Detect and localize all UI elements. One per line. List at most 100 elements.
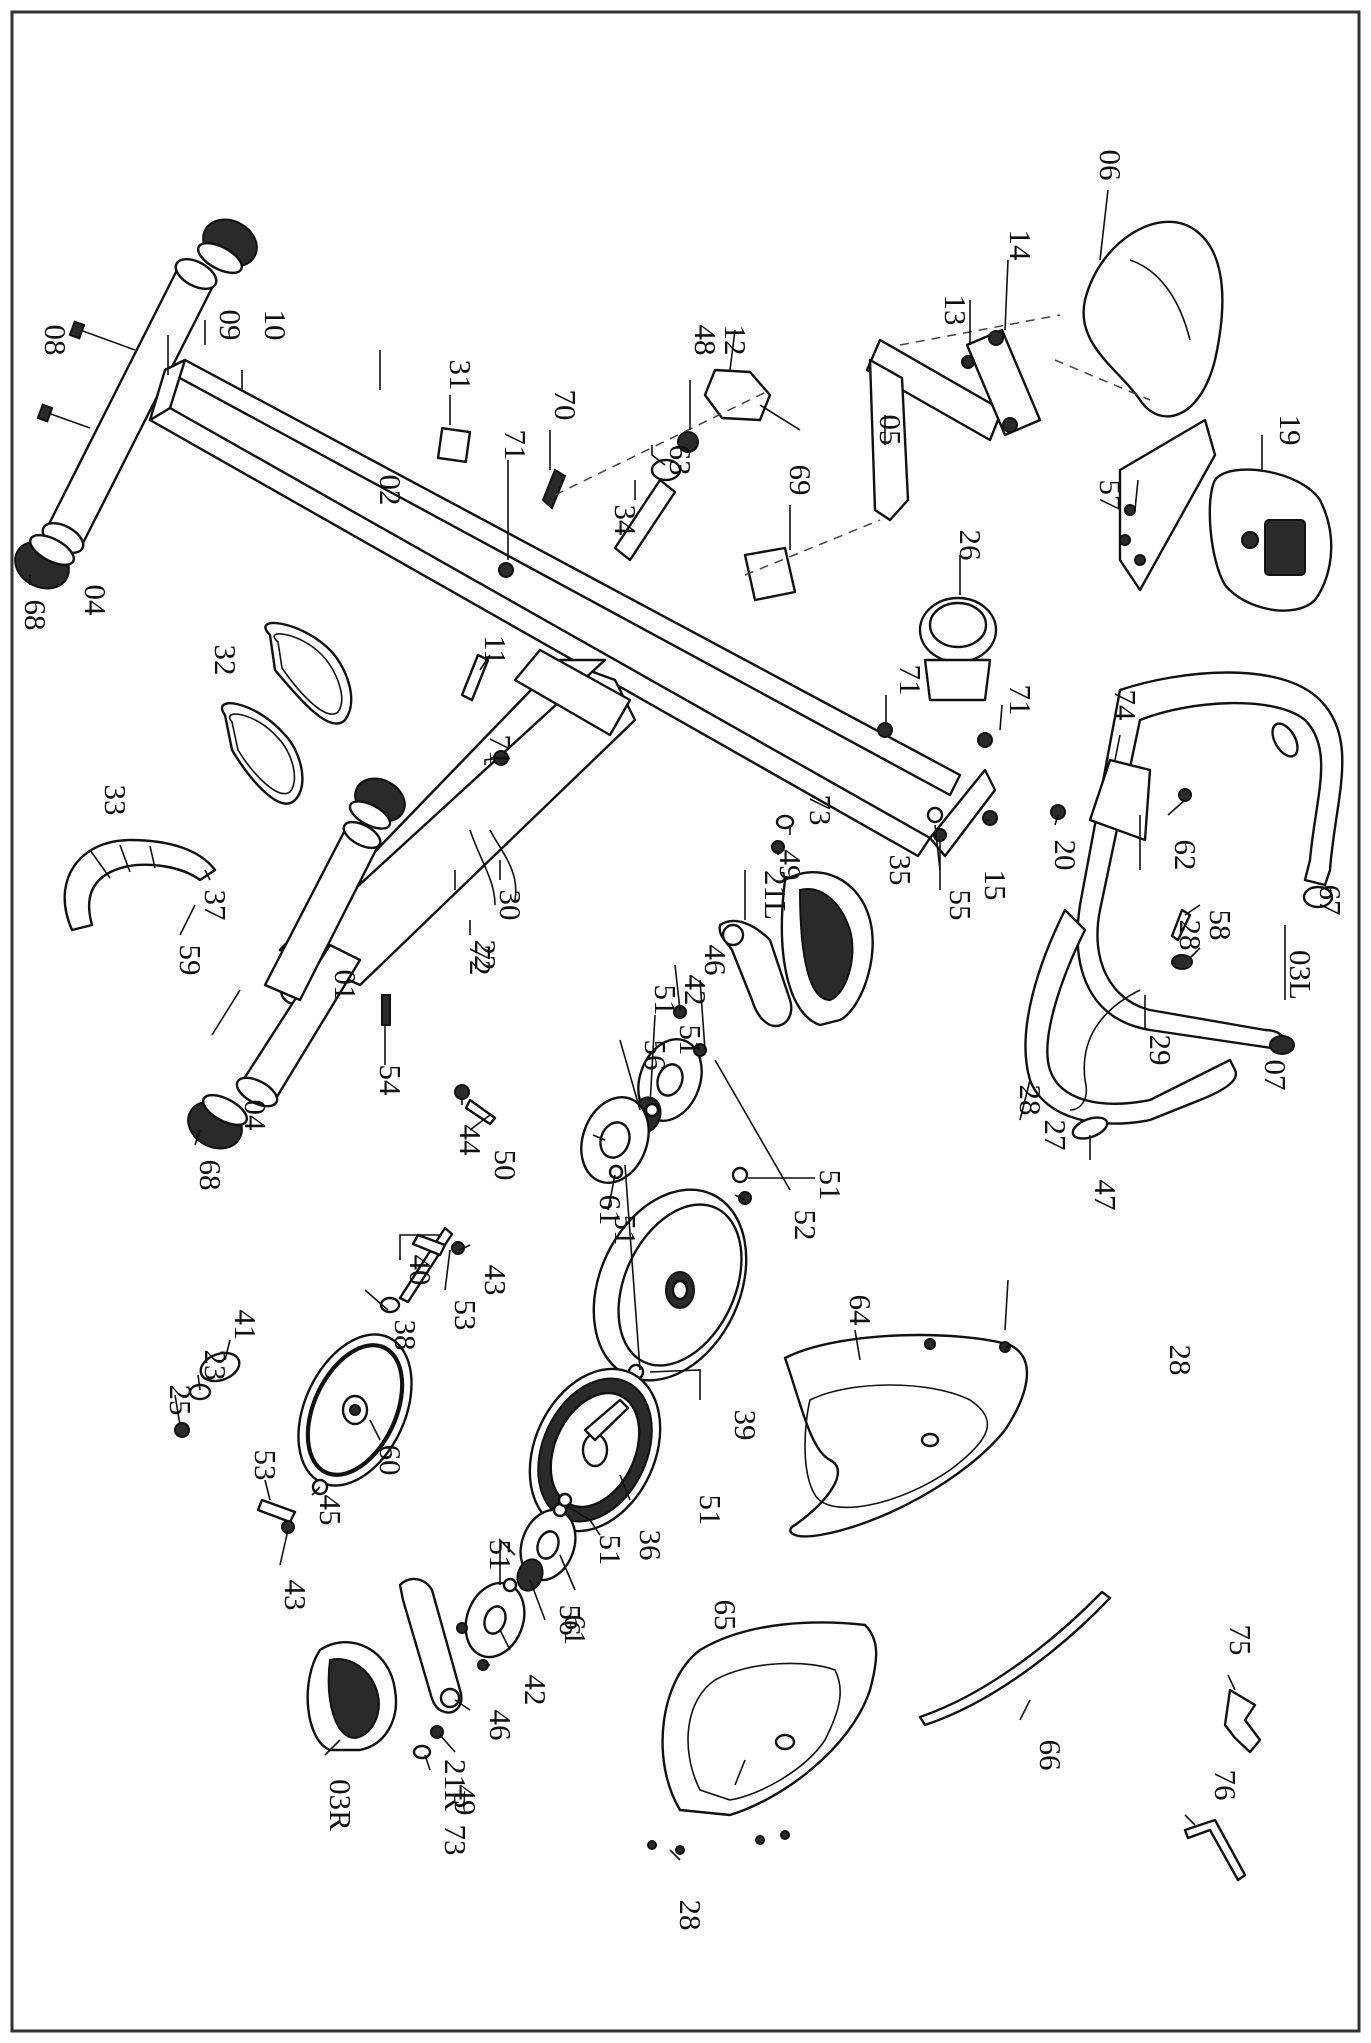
crank-right	[398, 1577, 463, 1760]
washer-62	[1178, 788, 1192, 802]
part-label: 70	[548, 390, 583, 421]
washer-35	[926, 806, 944, 824]
part-label: 51	[673, 1025, 708, 1056]
main-body-frame	[235, 648, 637, 1108]
ring	[1071, 1116, 1109, 1140]
part-label: 04	[78, 585, 113, 617]
part-label: 42	[678, 975, 713, 1006]
part-label: 12	[718, 325, 753, 356]
bracket-53-upper	[411, 1233, 447, 1257]
part-label: 49	[448, 1785, 483, 1816]
part-label: 59	[173, 945, 208, 976]
part-label: 56	[638, 1040, 673, 1071]
part-label: 39	[728, 1410, 763, 1441]
adjust-knob	[650, 368, 801, 482]
cable-2	[469, 829, 496, 906]
part-label: 36	[633, 1530, 668, 1561]
part-label: 23	[198, 1350, 233, 1381]
part-label: 51	[593, 1535, 628, 1566]
bearing-housing-upper	[580, 1096, 650, 1184]
part-label: 10	[258, 310, 293, 341]
cover-strip	[918, 1590, 1112, 1727]
end-cap-67	[1269, 1035, 1295, 1055]
part-label: 75	[1223, 1625, 1258, 1656]
part-label: 54	[373, 1065, 408, 1097]
console-bracket	[1118, 418, 1217, 592]
part-58	[1171, 954, 1193, 970]
screw-54	[381, 994, 391, 1026]
part-label: 02	[373, 475, 408, 506]
part-label: 09	[213, 310, 248, 341]
part-label: 71	[483, 735, 518, 766]
slider-block	[743, 546, 797, 602]
part-label: 71	[498, 430, 533, 461]
part-label: 72	[463, 945, 498, 976]
nut-25	[174, 1422, 190, 1438]
part-label: 38	[388, 1320, 423, 1351]
side-cover-right	[647, 1621, 878, 1855]
drive-belts	[221, 621, 353, 805]
part-label: 28	[673, 1900, 708, 1931]
crank-left	[718, 919, 793, 1028]
cable	[489, 829, 517, 901]
part-label: 21L	[758, 870, 793, 920]
screw-71a	[498, 562, 514, 578]
part-label: 47	[1088, 1180, 1123, 1211]
part-label: 35	[883, 855, 918, 886]
bracket-53-lower	[256, 1498, 297, 1524]
part-label: 42	[518, 1675, 553, 1706]
part-label: 04	[238, 1100, 273, 1132]
part-label: 51	[608, 1215, 643, 1246]
part-label: 71	[893, 665, 928, 696]
handlebar-bracket	[1088, 758, 1152, 842]
spacer-51d	[502, 1577, 518, 1593]
part-label: 64	[843, 1295, 878, 1327]
part-label: 51	[813, 1170, 848, 1201]
part-label: 44	[453, 1125, 488, 1157]
spacer-51b	[608, 1164, 624, 1180]
part-label: 52	[788, 1210, 823, 1241]
part-label: 30	[493, 890, 528, 921]
part-label: 65	[708, 1600, 743, 1631]
bolt-20	[1050, 804, 1066, 820]
stabilizer-bolts	[36, 320, 136, 429]
part-label: 67	[1313, 885, 1348, 916]
bolt-50	[464, 1098, 497, 1126]
part-drawings	[14, 218, 1344, 1882]
screw-71c	[877, 722, 893, 738]
part-label: 46	[698, 945, 733, 976]
side-cover-left	[783, 1333, 1028, 1538]
part-label: 43	[478, 1265, 513, 1296]
part-label: 33	[98, 785, 133, 816]
end-cap-front-top	[348, 777, 406, 830]
part-label: 51	[693, 1495, 728, 1526]
part-label: 69	[783, 465, 818, 496]
cap-73-upper	[775, 814, 795, 830]
washer-38	[379, 1296, 401, 1314]
nut-15	[982, 810, 998, 826]
rear-stabilizer-tube	[41, 258, 218, 554]
part-label: 53	[248, 1450, 283, 1481]
part-label: 11	[478, 635, 513, 665]
part-label: 03R	[323, 1779, 358, 1831]
end-cap-top	[196, 218, 258, 275]
nut-43-upper	[451, 1241, 465, 1255]
tension-disk	[297, 1333, 413, 1487]
part-label: 61	[593, 1195, 628, 1226]
part-label: 15	[978, 870, 1013, 901]
pedal-right	[306, 1640, 398, 1752]
spacer-52	[738, 1191, 752, 1205]
part-label: 14	[1003, 230, 1038, 262]
part-label: 06	[1093, 150, 1128, 181]
part-label: 73	[803, 795, 838, 826]
part-label: 43	[278, 1580, 313, 1611]
sticker	[436, 426, 472, 464]
seat	[1082, 220, 1224, 418]
part-label: 31	[443, 360, 478, 391]
part-label: 63	[663, 445, 698, 476]
flywheel	[528, 1367, 662, 1533]
part-label: 49	[773, 850, 808, 881]
